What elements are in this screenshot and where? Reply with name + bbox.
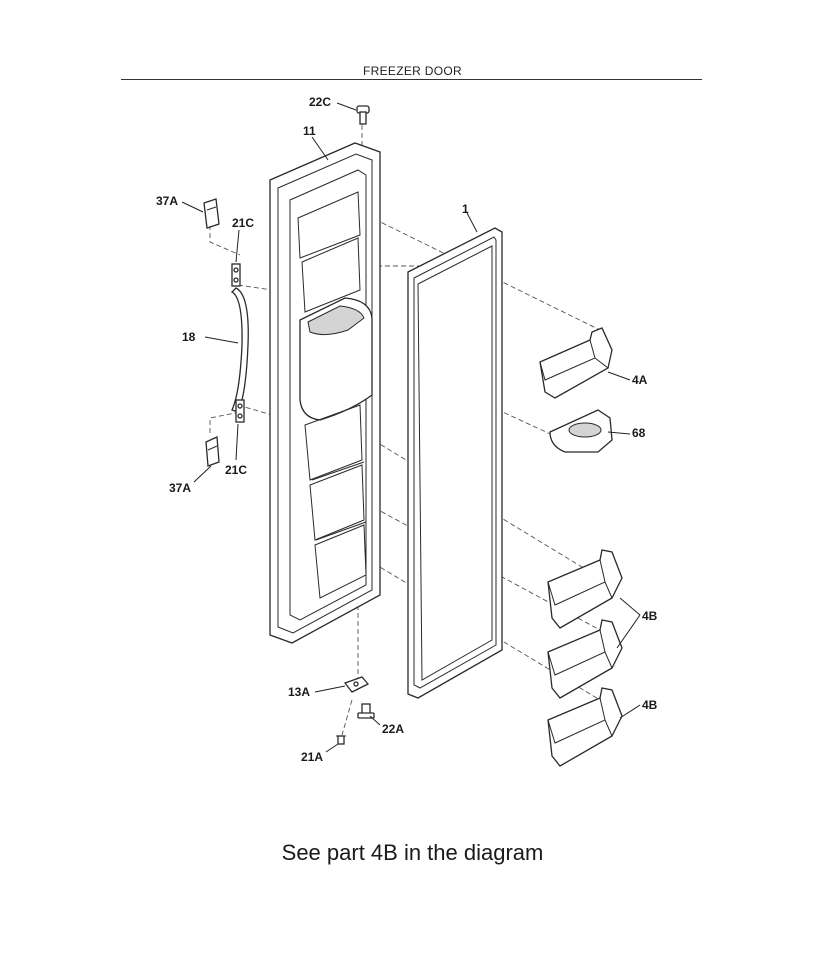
label-68: 68 [632, 426, 646, 440]
diagram-title: FREEZER DOOR [363, 64, 462, 78]
title-rule [121, 79, 702, 80]
label-4b-mid: 4B [642, 609, 658, 623]
part-21c-top-screws [231, 263, 241, 287]
label-22c-top: 22C [309, 95, 331, 109]
label-22a: 22A [382, 722, 404, 736]
part-4b-door-bin-middle [547, 619, 623, 699]
part-21a-screw [336, 735, 346, 745]
label-11: 11 [303, 124, 316, 138]
part-22a-hinge-pin [357, 703, 375, 719]
alignment-lines [209, 125, 601, 736]
part-37a-top-bracket [203, 198, 220, 229]
part-37a-bottom-bracket [205, 436, 220, 467]
part-1-door-gasket [407, 227, 503, 699]
part-68-bin [549, 409, 613, 453]
label-1: 1 [462, 202, 469, 216]
label-13a: 13A [288, 685, 310, 699]
part-22c-hinge-pin [356, 105, 370, 125]
part-18-door-handle [230, 287, 249, 413]
label-21c-top: 21C [232, 216, 254, 230]
label-4a: 4A [632, 373, 648, 387]
label-21a: 21A [301, 750, 323, 764]
part-11-door-panel [269, 142, 381, 644]
callout-leaders [181, 102, 641, 753]
part-4b-door-bin-lower [547, 687, 623, 767]
part-4a-door-bin [539, 327, 613, 399]
label-37a-bottom: 37A [169, 481, 191, 495]
label-4b-low: 4B [642, 698, 658, 712]
label-21c-bottom: 21C [225, 463, 247, 477]
part-13a-hinge-plate [343, 676, 370, 693]
part-21c-bottom-screws [235, 399, 245, 423]
part-4b-door-bin-upper [547, 549, 623, 629]
diagram-caption: See part 4B in the diagram [281, 840, 544, 865]
callout-labels: 22C 11 37A 21C 1 18 4A 68 37A 21C 4B 4B … [156, 95, 658, 764]
label-18: 18 [182, 330, 196, 344]
label-37a-top: 37A [156, 194, 178, 208]
